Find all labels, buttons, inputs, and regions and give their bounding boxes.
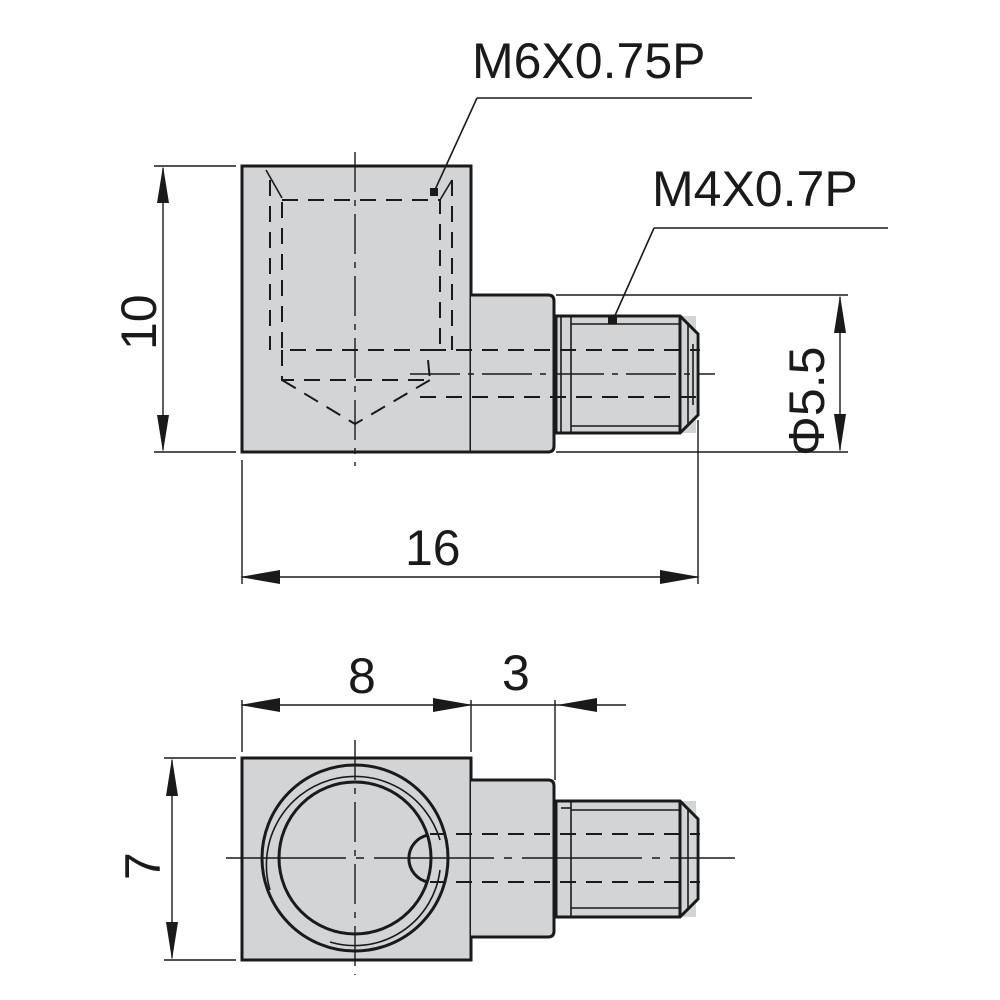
dimension-depth: 7: [115, 852, 171, 880]
callout-thread-m4: M4X0.7P: [652, 161, 858, 217]
dimension-body-width: 8: [348, 648, 376, 704]
front-main-block: [242, 166, 471, 452]
top-view: 7 8 3: [115, 645, 735, 975]
top-main-block: [242, 758, 471, 960]
callout-thread-m6: M6X0.75P: [472, 33, 705, 89]
dimension-overall-length: 16: [405, 520, 461, 576]
dimension-diameter: Φ5.5: [779, 347, 835, 456]
top-thread-shank: [556, 801, 696, 917]
front-view: M6X0.75P M4X0.7P 10 Φ5.5 16: [111, 33, 888, 584]
dimension-height: 10: [111, 294, 167, 350]
dimension-collar-length: 3: [502, 645, 530, 701]
